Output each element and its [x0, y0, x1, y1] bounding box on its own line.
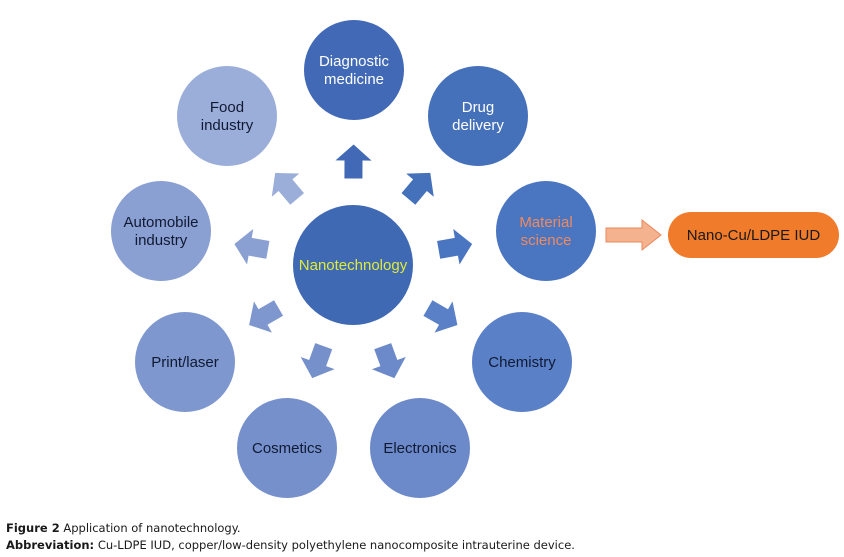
node-label-line: science	[521, 232, 572, 249]
node-label-line: industry	[135, 232, 188, 249]
node-label-line: Diagnostic	[319, 53, 390, 70]
arrow-to-drug-delivery-icon	[401, 172, 434, 205]
arrow-to-automobile-industry-icon	[234, 229, 270, 265]
arrow-to-cosmetics-icon	[300, 343, 335, 379]
node-material-science	[496, 181, 596, 281]
arrow-to-material-science-icon	[437, 229, 473, 265]
node-food-industry	[177, 66, 277, 166]
node-label-line: delivery	[452, 117, 504, 134]
node-electronics	[370, 398, 470, 498]
abbreviation-text: Cu-LDPE IUD, copper/low-density polyethy…	[97, 538, 575, 552]
node-label-line: Cosmetics	[252, 440, 322, 457]
arrow-to-food-industry-icon	[271, 172, 305, 205]
node-cosmetics	[237, 398, 337, 498]
arrow-to-electronics-icon	[371, 343, 406, 379]
node-label-line: Print/laser	[151, 354, 219, 371]
node-cosmetics-label: Cosmetics	[252, 440, 322, 457]
outcome-node-nano-cu-ldpe-iud	[668, 212, 839, 258]
node-drug-delivery	[428, 66, 528, 166]
node-chemistry-label: Chemistry	[488, 354, 556, 371]
right-arrow-icon	[605, 218, 662, 252]
node-automobile-industry	[111, 181, 211, 281]
arrow-to-chemistry-icon	[423, 300, 458, 333]
node-label-line: Electronics	[383, 440, 456, 457]
outcome-node-label: Nano-Cu/LDPE IUD	[687, 227, 821, 244]
node-label-line: industry	[201, 117, 254, 134]
node-label-line: Food	[210, 99, 244, 116]
node-print-laser-label: Print/laser	[151, 354, 219, 371]
abbreviation-note: Abbreviation: Cu-LDPE IUD, copper/low-de…	[6, 538, 575, 552]
node-label-line: medicine	[324, 71, 384, 88]
arrow-to-diagnostic-medicine-icon	[335, 144, 372, 179]
node-label-line: Automobile	[123, 214, 198, 231]
figure-caption: Figure 2 Application of nanotechnology.	[6, 521, 241, 535]
center-node-nanotechnology	[293, 205, 413, 325]
center-node-label: Nanotechnology	[299, 257, 408, 274]
node-chemistry	[472, 312, 572, 412]
abbreviation-label: Abbreviation:	[6, 538, 95, 552]
arrow-to-print-laser-icon	[249, 300, 284, 333]
node-print-laser	[135, 312, 235, 412]
node-label-line: Chemistry	[488, 354, 556, 371]
figure-title: Application of nanotechnology.	[63, 521, 241, 535]
node-label-line: Drug	[462, 99, 495, 116]
node-label-line: Material	[519, 214, 572, 231]
node-diagnostic-medicine	[304, 20, 404, 120]
figure-number: Figure 2	[6, 521, 60, 535]
node-electronics-label: Electronics	[383, 440, 456, 457]
